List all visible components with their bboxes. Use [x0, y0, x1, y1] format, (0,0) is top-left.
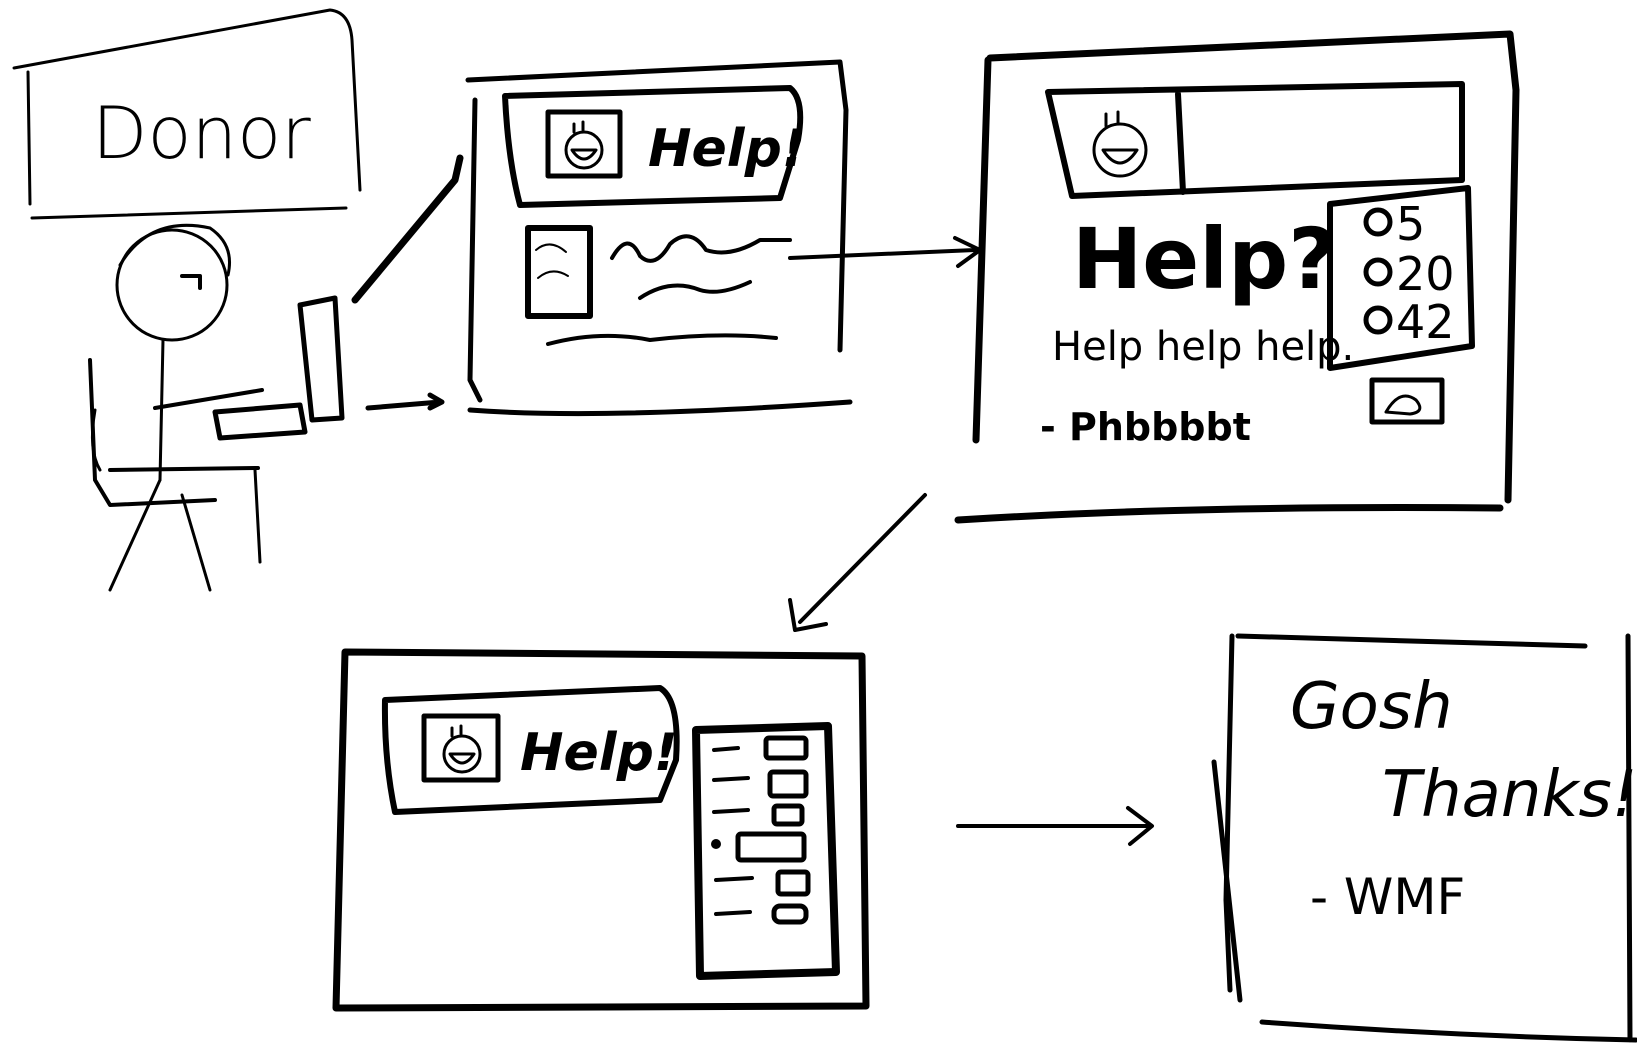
panel-4-line-1: Gosh — [1290, 670, 1453, 744]
panel-4-thank-you-page: Gosh Thanks! - WMF — [1211, 633, 1637, 1043]
form-field-row-5[interactable] — [714, 869, 811, 897]
panel-1-banner-text: Help! — [648, 119, 806, 179]
amount-option-1[interactable]: 5 — [1363, 197, 1425, 251]
amount-option-label: 5 — [1396, 197, 1425, 251]
panel-2-donate-button[interactable] — [1369, 377, 1445, 425]
arrow-to-panel-1-lower — [365, 392, 445, 411]
arrow-panel-3-to-panel-4 — [956, 806, 1154, 846]
panel-1-banner: Help! — [502, 85, 806, 208]
panel-2-amount-selector: 5 20 42 — [1327, 185, 1475, 371]
panel-2-headline: Help? — [1072, 210, 1337, 308]
form-field-row-1[interactable] — [712, 735, 809, 761]
amount-option-2[interactable]: 20 — [1363, 247, 1455, 301]
form-field-row-3[interactable] — [712, 803, 805, 827]
amount-option-label: 20 — [1396, 247, 1455, 301]
panel-3-banner: Help! — [381, 685, 680, 815]
panel-4-line-2: Thanks! — [1382, 758, 1637, 832]
donor-label: Donor — [92, 91, 311, 175]
amount-option-3[interactable]: 42 — [1363, 295, 1455, 349]
panel-4-signature: - WMF — [1310, 868, 1465, 926]
form-field-row-4-selected[interactable] — [711, 831, 807, 863]
form-field-row-6[interactable] — [714, 903, 809, 925]
form-field-row-2[interactable] — [712, 769, 809, 799]
panel-3-article-with-donation-form: Help! — [332, 648, 870, 1012]
panel-1-article-with-banner: Help! — [465, 59, 853, 417]
arrow-to-panel-1-upper — [351, 154, 464, 304]
panel-3-donation-form — [692, 722, 840, 980]
panel-2-header-bar — [1045, 81, 1465, 199]
panel-2-donation-landing-page: Help? Help help help. - Phbbbbt 5 20 42 — [954, 30, 1520, 524]
panel-1-article-image — [525, 225, 593, 319]
panel-2-mascot-icon — [1092, 110, 1148, 178]
amount-option-label: 42 — [1396, 295, 1455, 349]
panel-2-signature: - Phbbbbt — [1040, 405, 1251, 449]
panel-3-banner-text: Help! — [520, 723, 678, 783]
donor-figure — [88, 223, 345, 592]
panel-1-mascot-icon — [564, 120, 604, 170]
panel-2-body-text: Help help help. — [1052, 324, 1354, 370]
panel-1-article-text-lines — [546, 234, 792, 346]
arrow-panel-1-to-panel-2 — [788, 236, 982, 268]
panel-3-mascot-icon — [442, 724, 482, 774]
arrow-panel-2-to-panel-3 — [788, 493, 927, 632]
donor-sign: Donor — [12, 8, 362, 220]
